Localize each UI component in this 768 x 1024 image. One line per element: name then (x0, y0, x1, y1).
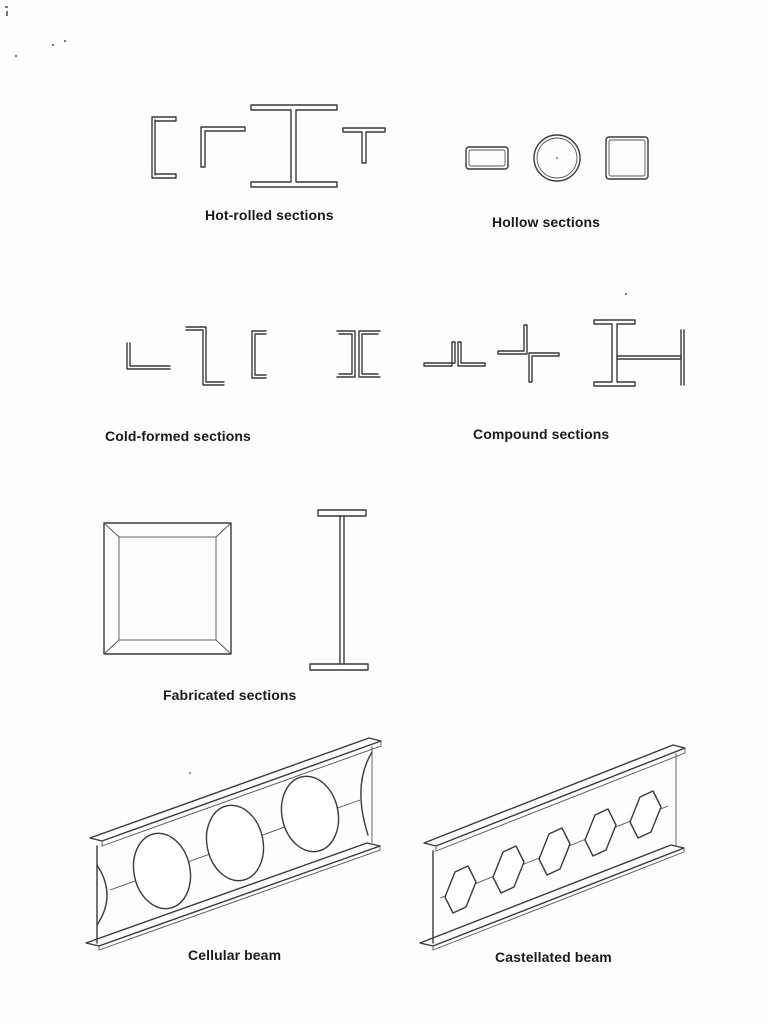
caption-hot-rolled-sections: Hot-rolled sections (205, 207, 334, 223)
fabricated-box-section (103, 522, 232, 655)
cold-formed-angle (126, 342, 171, 370)
compound-starred-angles (497, 324, 560, 383)
cold-formed-zed (185, 326, 225, 386)
cold-formed-back-to-back-channels (336, 330, 381, 378)
caption-hollow-sections: Hollow sections (492, 214, 601, 230)
cellular-beam (85, 737, 382, 951)
hollow-rectangular-section (465, 146, 509, 170)
hollow-square-section (605, 136, 649, 180)
hot-rolled-channel (151, 116, 177, 179)
caption-castellated-beam: Castellated beam (495, 949, 612, 965)
hollow-circular-section (533, 134, 581, 182)
scan-specks (5, 6, 628, 774)
compound-back-to-back-angles (423, 341, 486, 367)
hot-rolled-tee (342, 127, 386, 164)
fabricated-plate-girder (309, 509, 369, 671)
caption-fabricated-sections: Fabricated sections (163, 687, 297, 703)
compound-i-with-tee (593, 319, 685, 387)
caption-cold-formed-sections: Cold-formed sections (105, 428, 251, 444)
cold-formed-lipped-channel (251, 330, 267, 379)
hot-rolled-angle (200, 126, 246, 168)
castellated-beam (419, 744, 686, 951)
hot-rolled-i-beam (250, 104, 338, 188)
caption-compound-sections: Compound sections (473, 426, 610, 442)
caption-cellular-beam: Cellular beam (188, 947, 282, 963)
